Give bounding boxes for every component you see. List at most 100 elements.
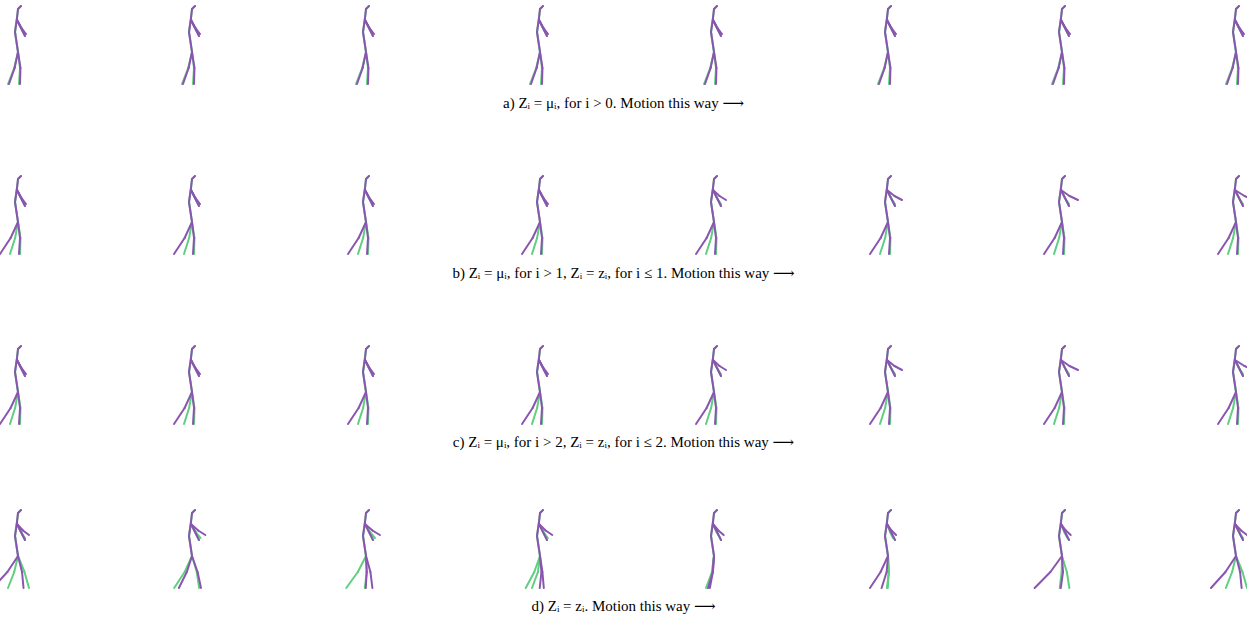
skeleton-bone: [366, 6, 369, 9]
skeleton-bone: [544, 200, 547, 206]
skeleton-bone: [357, 68, 363, 84]
skeleton-bone: [17, 349, 18, 358]
skeleton-bone: [1237, 68, 1238, 84]
skeleton-bone: [1236, 52, 1238, 68]
skeleton-bone: [1067, 572, 1069, 588]
skeleton-bone: [888, 52, 890, 68]
skeleton-bone: [19, 408, 21, 424]
skeleton-bone: [540, 222, 542, 238]
skeleton-bone: [191, 20, 196, 30]
skeleton-bone: [522, 238, 533, 254]
skeleton-bone: [714, 52, 716, 68]
skeleton-bone: [18, 176, 21, 179]
skeleton-bone: [892, 370, 895, 376]
skeleton-bone: [192, 556, 197, 572]
skeleton-bone: [191, 190, 196, 200]
skeleton-bone: [714, 510, 717, 513]
skeleton-bone: [540, 6, 543, 9]
skeleton-bone: [22, 30, 25, 36]
skeleton-bone: [718, 370, 721, 376]
skeleton-bone: [191, 513, 192, 522]
skeleton-bone: [714, 346, 717, 349]
skeleton-bone: [540, 222, 542, 238]
skeleton-bone: [366, 556, 370, 572]
skeleton-bone: [1062, 6, 1065, 9]
skeleton-bone: [1066, 200, 1069, 206]
skeleton-bone: [1062, 176, 1065, 179]
skeleton-bone: [1062, 52, 1064, 68]
skeleton-bone: [9, 68, 15, 84]
skeleton-bone: [189, 372, 192, 392]
skeleton-bone: [705, 68, 711, 84]
skeleton-bone: [370, 200, 373, 206]
skeleton-bone: [889, 408, 890, 424]
skeleton-bone: [895, 366, 903, 370]
skeleton-bone: [713, 556, 714, 572]
skeleton-bone: [365, 9, 366, 18]
skeleton-bone: [15, 372, 18, 392]
skeleton-bone: [192, 52, 194, 68]
skeleton-bone: [537, 372, 540, 392]
skeleton-bone: [367, 238, 369, 254]
skeleton-bone: [367, 238, 368, 254]
skeleton-bone: [885, 372, 888, 392]
skeleton-bone: [540, 346, 543, 349]
skeleton-bone: [1228, 408, 1233, 424]
skeleton-bone: [192, 392, 194, 408]
skeleton-bone: [532, 572, 538, 588]
skeleton-bone: [18, 222, 20, 238]
skeleton-bone: [363, 536, 366, 556]
skeleton-bone: [10, 238, 15, 254]
skeleton-bone: [174, 408, 185, 424]
skeleton-bone: [184, 408, 189, 424]
skeleton-bone: [1062, 556, 1067, 572]
skeleton-bone: [1229, 392, 1236, 408]
skeleton-bone: [193, 408, 194, 424]
skeleton-bone: [540, 176, 543, 179]
skeleton-bone: [885, 202, 888, 222]
skeleton-bone: [889, 408, 891, 424]
skeleton-bone: [22, 534, 25, 540]
skeleton-bone: [1235, 190, 1240, 200]
skeleton-bone: [366, 6, 369, 9]
skeleton-bone: [1236, 510, 1239, 513]
skeleton-bone: [887, 349, 888, 358]
skeleton-bone: [715, 238, 717, 254]
skeleton-bone: [367, 408, 369, 424]
skeleton-bone: [367, 408, 368, 424]
skeleton-bone: [1062, 392, 1064, 408]
skeleton-bone: [537, 372, 540, 392]
skeleton-bone: [359, 392, 366, 408]
skeleton-bone: [888, 176, 891, 179]
skeleton-bone: [887, 513, 888, 522]
skeleton-bone: [17, 20, 22, 30]
skeleton-bone: [885, 536, 888, 556]
skeleton-bone: [18, 346, 21, 349]
skeleton-bone: [715, 68, 717, 84]
skeleton-bone: [711, 202, 714, 222]
skeleton-bone: [1061, 513, 1062, 522]
skeleton-bone: [715, 408, 717, 424]
skeleton-bone: [22, 534, 25, 540]
skeleton-bone: [363, 202, 366, 222]
skeleton-bone: [196, 30, 199, 36]
skeleton-bone: [358, 238, 363, 254]
skeleton-bone: [712, 556, 714, 572]
skeleton-bone: [539, 524, 544, 534]
skeleton-bone: [1226, 68, 1232, 84]
skeleton-bone: [714, 510, 717, 513]
skeleton-bone: [189, 536, 192, 556]
skeleton-bone: [191, 349, 192, 358]
skeleton-bone: [23, 531, 29, 536]
skeleton-bone: [18, 510, 21, 513]
skeleton-bone: [881, 222, 888, 238]
skeleton-bone: [1062, 346, 1065, 349]
subfigure-caption: d) Zᵢ = zᵢ. Motion this way ⟶: [0, 597, 1247, 615]
skeleton-bone: [1050, 556, 1062, 572]
skeleton-bone: [541, 408, 542, 424]
skeleton-bone: [17, 513, 18, 522]
skeleton-bone: [714, 222, 716, 238]
skeleton-bone: [711, 32, 714, 52]
skeleton-bone: [713, 360, 718, 370]
skeleton-bone: [348, 408, 359, 424]
